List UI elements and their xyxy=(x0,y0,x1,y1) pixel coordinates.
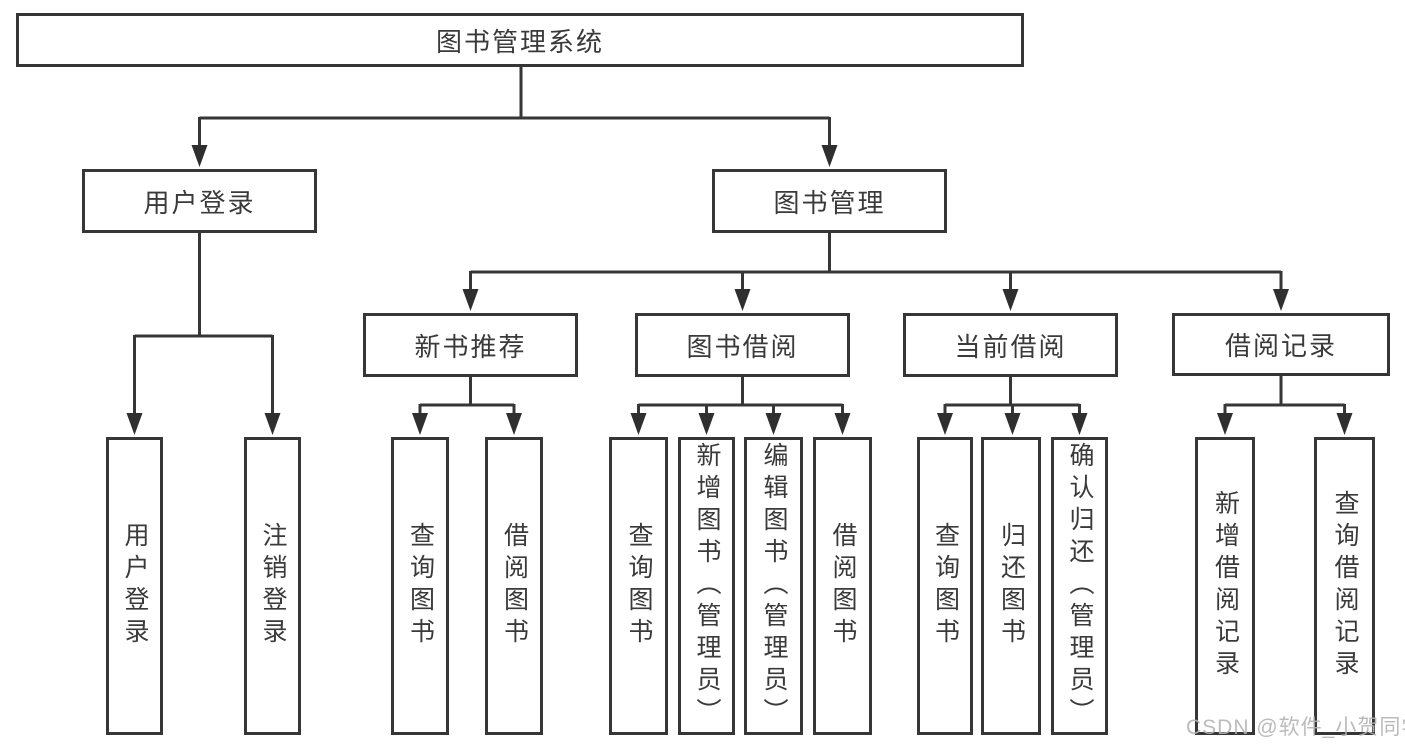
leaf-query-books-current: 查询图书 xyxy=(917,437,973,735)
leaf-query-borrow-record: 查询借阅记录 xyxy=(1314,437,1375,735)
node-book-borrowing: 图书借阅 xyxy=(635,313,850,377)
leaf-add-borrow-record: 新增借阅记录 xyxy=(1195,437,1255,735)
node-book-management: 图书管理 xyxy=(712,169,947,233)
csdn-watermark: CSDN @软件_小贺同学 xyxy=(1186,716,1405,739)
leaf-add-books-admin: 新增图书（管理员） xyxy=(678,437,735,735)
node-current-borrowing: 当前借阅 xyxy=(903,313,1118,377)
node-root-library-management-system: 图书管理系统 xyxy=(16,13,1024,67)
leaf-query-books-newbooks: 查询图书 xyxy=(391,437,449,735)
leaf-confirm-return-admin: 确认归还（管理员） xyxy=(1051,437,1108,735)
leaf-edit-books-admin: 编辑图书（管理员） xyxy=(744,437,803,735)
leaf-user-login: 用户登录 xyxy=(106,437,163,735)
node-new-book-recommendation: 新书推荐 xyxy=(363,313,578,377)
node-borrowing-records: 借阅记录 xyxy=(1172,313,1390,376)
leaf-logout: 注销登录 xyxy=(244,437,301,735)
leaf-query-books-borrow: 查询图书 xyxy=(609,437,668,735)
leaf-return-books: 归还图书 xyxy=(981,437,1041,735)
leaf-borrow-books-newbooks: 借阅图书 xyxy=(485,437,543,735)
node-user-login: 用户登录 xyxy=(82,169,317,233)
arrowhead-icons xyxy=(126,145,1353,435)
leaf-borrow-books: 借阅图书 xyxy=(813,437,872,735)
